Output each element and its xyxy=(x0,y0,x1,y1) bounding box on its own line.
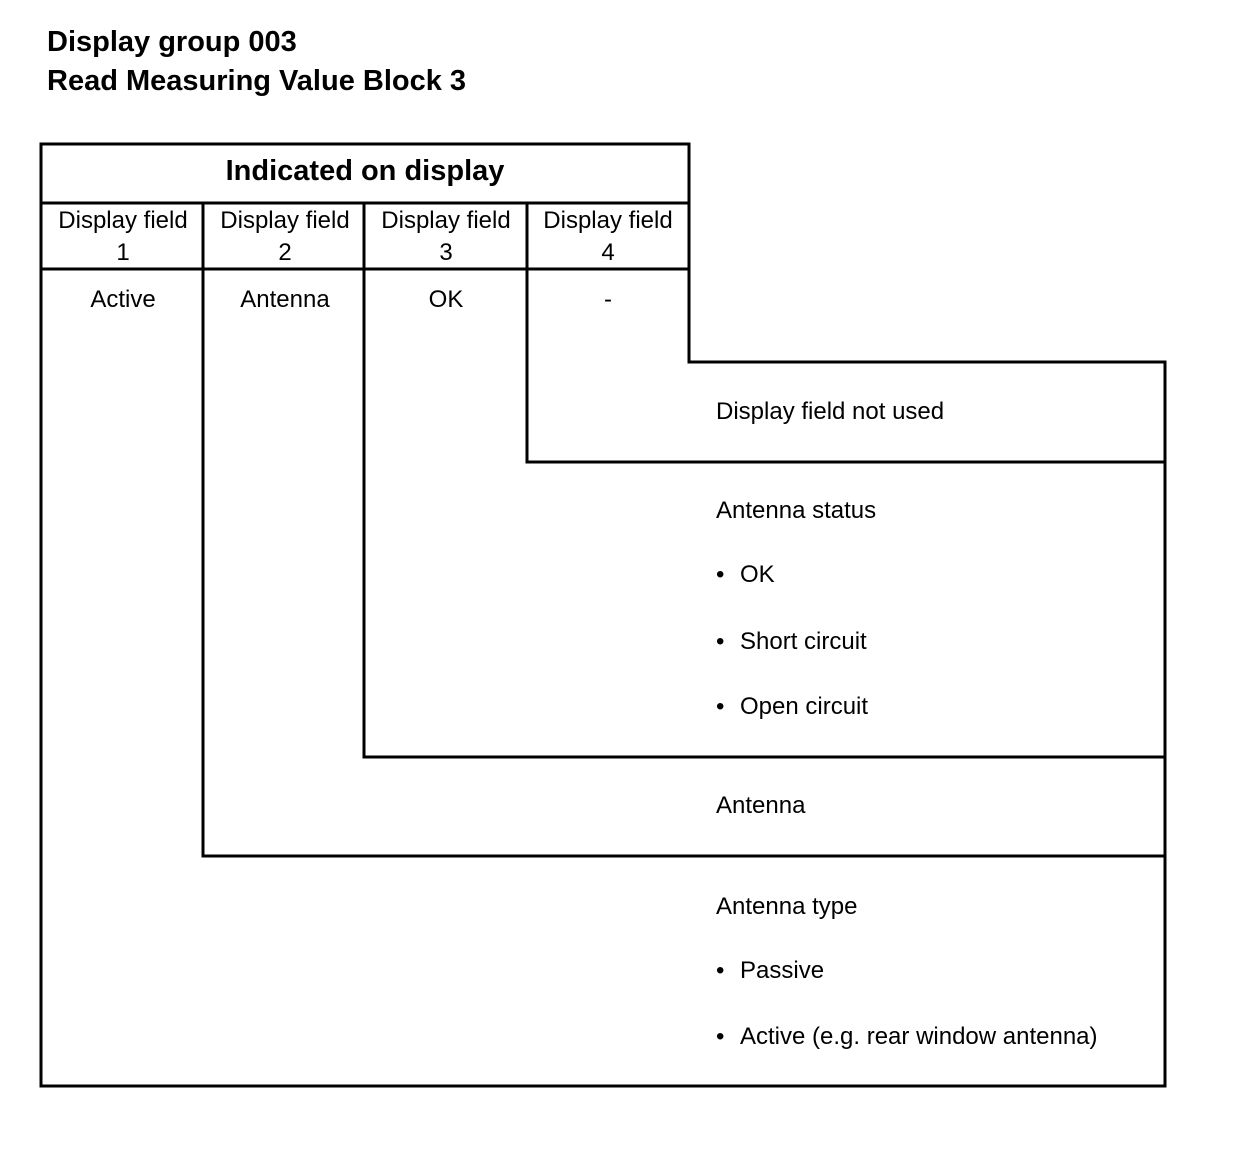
field-value-1: Active xyxy=(90,286,156,313)
field-header-3-label: Display field xyxy=(381,207,511,234)
field-header-2-number: 2 xyxy=(278,239,292,266)
field-value-2: Antenna xyxy=(240,286,330,313)
field1-bullet-item: • Passive xyxy=(716,957,824,985)
table-header: Indicated on display xyxy=(225,155,505,187)
bullet-icon: • xyxy=(716,693,725,720)
field-value-3: OK xyxy=(428,286,464,313)
bullet-text: Short circuit xyxy=(740,628,867,655)
field1-description: Antenna type xyxy=(716,893,858,920)
diagram-title: Display group 003 xyxy=(47,26,297,58)
field-header-4-label: Display field xyxy=(543,207,673,234)
diagram-subtitle: Read Measuring Value Block 3 xyxy=(47,65,467,97)
field-header-1: Display field 1 xyxy=(42,205,204,269)
field3-bullet-item: • Open circuit xyxy=(716,693,868,721)
field-header-1-number: 1 xyxy=(116,239,130,266)
bullet-text: Passive xyxy=(740,957,825,984)
field3-description: Antenna status xyxy=(716,497,877,524)
field-header-3-number: 3 xyxy=(439,239,453,266)
bullet-icon: • xyxy=(716,628,725,655)
bullet-text: Active (e.g. rear window antenna) xyxy=(740,1023,1098,1050)
bullet-text: Open circuit xyxy=(740,693,869,720)
bullet-text: OK xyxy=(740,561,775,588)
field1-bullet-item: • Active (e.g. rear window antenna) xyxy=(716,1023,1098,1051)
field-header-4: Display field 4 xyxy=(527,205,689,269)
field-header-2-label: Display field xyxy=(220,207,350,234)
field-value-4: - xyxy=(604,286,612,313)
field4-description: Display field not used xyxy=(716,398,945,425)
field3-bullet-item: • OK xyxy=(716,561,775,589)
bullet-icon: • xyxy=(716,561,725,588)
bullet-icon: • xyxy=(716,1023,725,1050)
bullet-icon: • xyxy=(716,957,725,984)
field-header-4-number: 4 xyxy=(601,239,615,266)
field-header-2: Display field 2 xyxy=(204,205,366,269)
field2-description: Antenna xyxy=(716,792,806,819)
field-header-3: Display field 3 xyxy=(365,205,527,269)
field-header-1-label: Display field xyxy=(58,207,188,234)
field3-bullet-item: • Short circuit xyxy=(716,628,867,656)
